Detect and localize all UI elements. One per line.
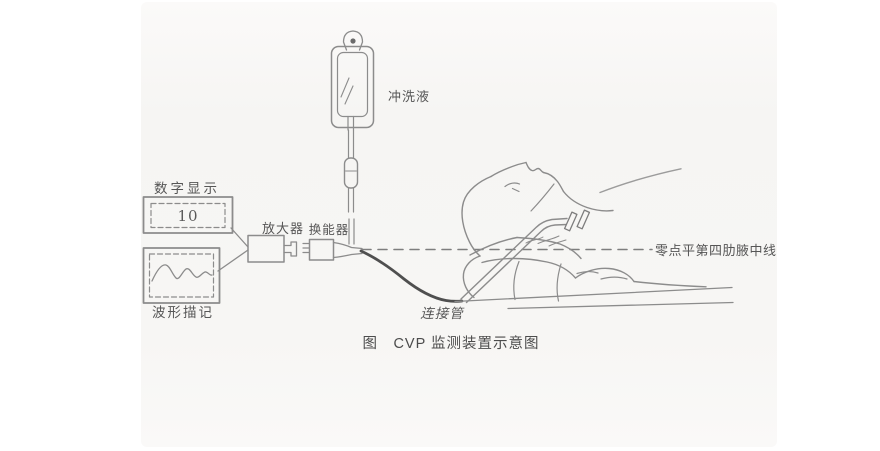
- head-back: [461, 175, 492, 257]
- figure-caption: 图 CVP 监测装置示意图: [362, 336, 540, 352]
- zero-reference-line-label: 零点平第四肋腋中线: [655, 243, 777, 258]
- chest-right: [516, 236, 582, 260]
- forearm: [574, 267, 635, 283]
- amplifier-label: 放大器: [261, 221, 304, 236]
- jaw-line: [562, 190, 614, 212]
- bag-shine-lines: [340, 77, 354, 105]
- neck-front: [530, 183, 555, 212]
- waveform-trace-label: 波形描记: [152, 305, 214, 320]
- arm-top: [481, 257, 577, 279]
- iv-bag: [330, 30, 375, 131]
- amplifier-box: [247, 234, 298, 263]
- underarm-line: [513, 260, 520, 301]
- forehead: [490, 161, 527, 178]
- catheter-line: [460, 217, 568, 304]
- connecting-tube-line: [359, 249, 464, 303]
- upper-chest: [469, 236, 518, 256]
- transducer-box: [302, 238, 363, 261]
- nose-lips: [525, 161, 545, 174]
- iv-tube: [343, 129, 359, 245]
- display-value: 10: [177, 207, 199, 225]
- signal-lines: [217, 227, 249, 272]
- transducer-label: 换能器: [308, 223, 350, 237]
- torso-top: [599, 168, 682, 194]
- bag-hanger-hole: [350, 38, 356, 44]
- connecting-tube-label: 连接管: [420, 306, 464, 321]
- digital-display-box: [142, 196, 234, 234]
- hand-crease: [600, 276, 628, 280]
- eye: [504, 182, 521, 193]
- drip-chamber: [343, 157, 359, 189]
- patient-figure: [461, 161, 707, 302]
- flush-solution-label: 冲洗液: [387, 89, 430, 104]
- waveform-box: [142, 247, 221, 304]
- catheter-connector: [563, 209, 591, 232]
- elbow-crease: [576, 270, 599, 275]
- clavicle-hatching: [525, 235, 567, 247]
- scan-background: [141, 2, 777, 447]
- digital-display-label: 数字显示: [154, 181, 220, 196]
- bed-lines: [454, 286, 734, 310]
- hip-to-bed: [633, 280, 707, 288]
- arm-fold-line: [556, 263, 562, 302]
- shoulder-back: [462, 255, 481, 299]
- waveform-trace-line: [151, 264, 213, 282]
- chin: [542, 171, 565, 193]
